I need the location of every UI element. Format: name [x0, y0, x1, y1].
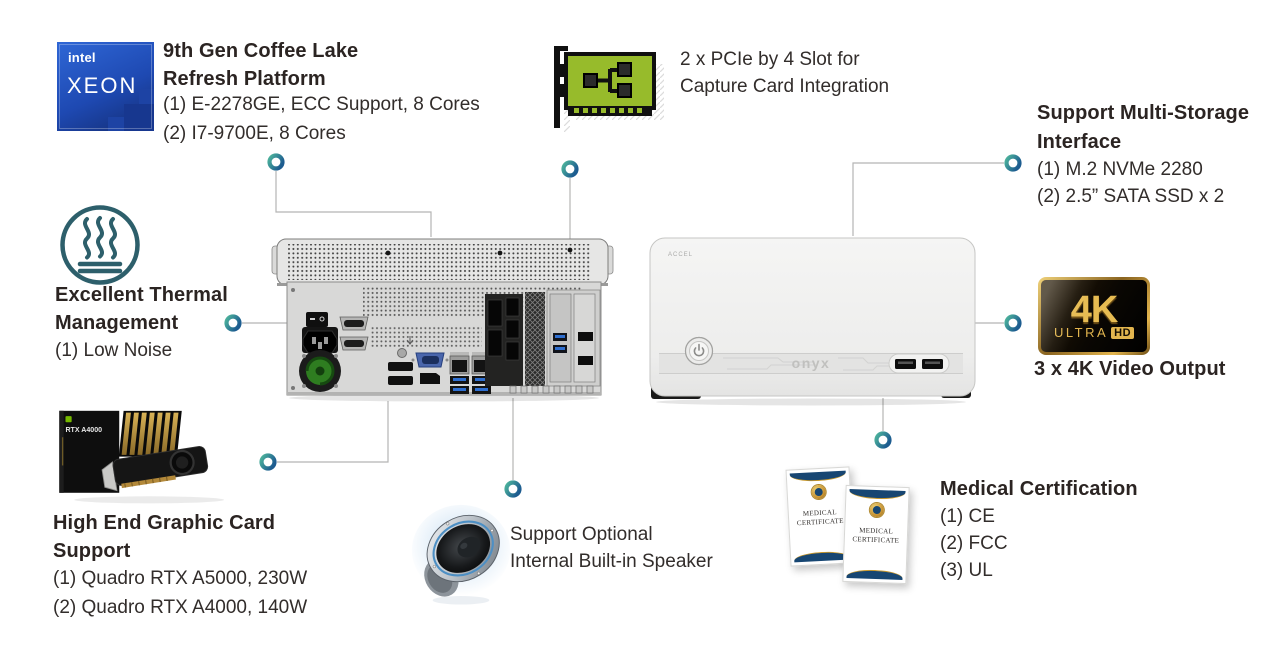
storage-item: (2) 2.5” SATA SSD x 2	[1037, 186, 1225, 207]
cooling-fan	[299, 350, 341, 392]
cpu-item: (1) E-2278GE, ECC Support, 8 Cores	[163, 94, 480, 115]
certificate-label: MEDICAL CERTIFICATE	[852, 526, 900, 545]
onyx-logo-text: onyx	[792, 355, 831, 371]
vga-port	[411, 352, 449, 368]
rear-panel-view-image	[271, 238, 614, 402]
expansion-card-ports	[485, 294, 523, 386]
intel-xeon-badge: intel XEON	[57, 42, 154, 131]
medical-item: (2) FCC	[940, 533, 1008, 554]
pcie-card-shape	[554, 46, 656, 128]
medical-items: (1) CE (2) FCC (3) UL	[940, 503, 1008, 584]
front-panel-view-image: ACCEL onyx	[649, 237, 976, 406]
nvidia-rtx-graphics-card-image: RTX A4000	[59, 410, 225, 504]
storage-item: (1) M.2 NVMe 2280	[1037, 159, 1203, 180]
bottom-slot-cutouts	[509, 385, 594, 394]
connector-markers	[224, 153, 1022, 498]
gpu-box-label: RTX A4000	[65, 427, 102, 434]
certificate-bottom-decoration	[846, 569, 903, 580]
medical-certificate-card: MEDICAL CERTIFICATE	[842, 484, 910, 585]
speaker-text: Support Optional Internal Built-in Speak…	[510, 524, 713, 572]
ac-power-inlet	[302, 327, 338, 354]
badge-mosaic-square	[124, 104, 154, 131]
certificate-medal-icon	[811, 484, 827, 500]
grounding-stud	[397, 336, 414, 358]
power-button	[684, 336, 714, 366]
front-accent-strip: onyx	[659, 353, 963, 374]
medical-certificates-image: MEDICAL CERTIFICATE MEDICAL CERTIFICATE	[785, 464, 936, 599]
capture-card-icon	[554, 46, 664, 132]
displayport	[420, 373, 440, 384]
gpu-title: High End Graphic Card Support	[53, 512, 276, 562]
intel-logo-text: intel	[68, 50, 96, 65]
front-usb-ports	[888, 353, 950, 374]
expansion-slot-covers	[546, 289, 601, 387]
xeon-logo-text: XEON	[67, 73, 138, 98]
certificate-medal-icon	[869, 502, 885, 518]
gpu-item: (1) Quadro RTX A5000, 230W	[53, 568, 308, 589]
hd-logo-text: HD	[1111, 326, 1135, 339]
video4k-title: 3 x 4K Video Output	[1034, 358, 1226, 380]
storage-title: Support Multi-Storage Interface	[1037, 102, 1250, 153]
hdmi-ports	[388, 362, 413, 385]
rear-top-vent-cap	[271, 238, 614, 286]
pcie-text: 2 x PCIe by 4 Slot for Capture Card Inte…	[680, 49, 890, 97]
badge-mosaic-square	[139, 89, 154, 104]
medical-title: Medical Certification	[940, 478, 1138, 500]
certificate-top-decoration	[849, 489, 906, 500]
heat-waves-icon	[60, 205, 140, 285]
4k-logo-text: 4K	[1071, 291, 1119, 329]
power-switch	[306, 312, 328, 327]
gpu-items: (1) Quadro RTX A5000, 230W (2) Quadro RT…	[53, 564, 307, 622]
vent-grille	[525, 292, 545, 386]
usb-ports	[450, 376, 491, 394]
badge-mosaic-square	[108, 117, 124, 131]
certificate-label: MEDICAL CERTIFICATE	[796, 508, 844, 528]
cpu-item: (2) I7-9700E, 8 Cores	[163, 123, 346, 144]
front-model-text: ACCEL	[668, 252, 693, 258]
4k-ultra-hd-logo: 4K ULTRA HD	[1038, 277, 1150, 355]
gpu-card	[101, 446, 209, 492]
thermal-title: Excellent Thermal Management	[55, 284, 228, 334]
speaker-image	[411, 504, 511, 605]
storage-items: (1) M.2 NVMe 2280 (2) 2.5” SATA SSD x 2	[1037, 156, 1224, 210]
logo-sheen	[1041, 280, 1147, 352]
thermal-item: (1) Low Noise	[55, 340, 173, 361]
cpu-items: (1) E-2278GE, ECC Support, 8 Cores (2) I…	[163, 90, 480, 148]
gpu-box: RTX A4000	[59, 410, 182, 493]
certificate-top-decoration	[789, 470, 847, 483]
connector-lines	[242, 162, 1004, 480]
com-serial-ports	[339, 316, 369, 351]
cpu-title: 9th Gen Coffee Lake Refresh Platform	[163, 40, 359, 90]
ultra-logo-text: ULTRA	[1054, 325, 1108, 340]
medical-item: (1) CE	[940, 506, 995, 527]
gpu-item: (2) Quadro RTX A4000, 140W	[53, 597, 308, 618]
certificate-bottom-decoration	[793, 550, 851, 563]
medical-item: (3) UL	[940, 560, 993, 581]
